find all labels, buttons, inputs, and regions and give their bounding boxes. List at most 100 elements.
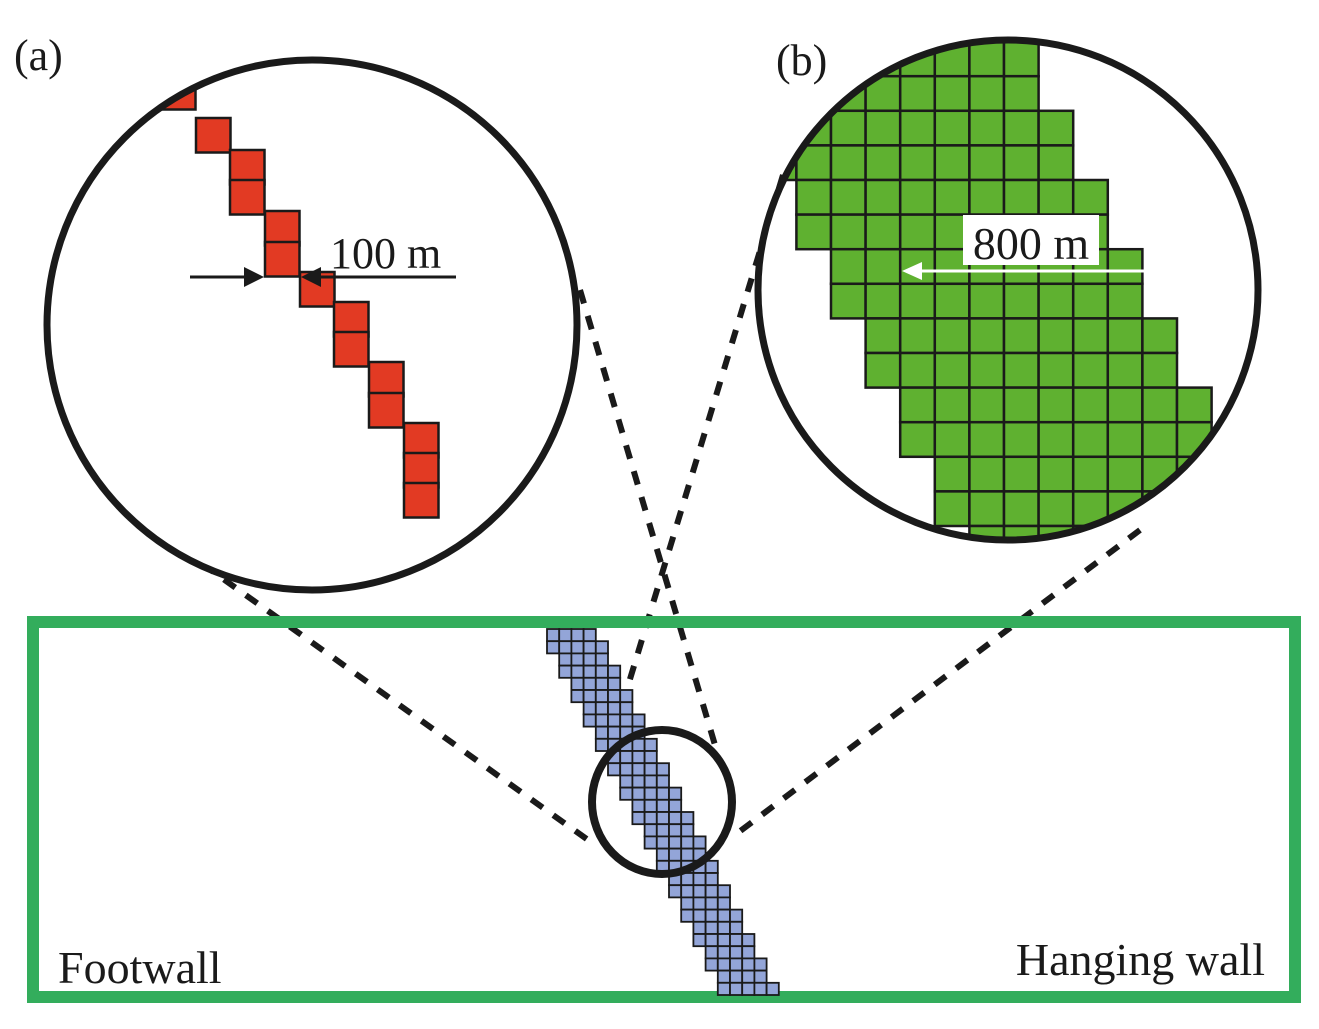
- arrow-left-head: [244, 267, 264, 287]
- fault-cell: [716, 981, 731, 996]
- fault-cell: [607, 701, 622, 716]
- coarse-fault-cell: [1141, 524, 1179, 538]
- fault-cell: [668, 798, 683, 813]
- fault-cell: [716, 884, 731, 899]
- fault-cell: [692, 920, 707, 935]
- fault-cell: [582, 713, 597, 728]
- fault-cell: [729, 908, 744, 923]
- coarse-fault-cell: [933, 144, 971, 182]
- fine-fault-cell: [263, 240, 301, 278]
- coarse-fault-cell: [1141, 420, 1179, 459]
- coarse-fault-cell: [1037, 351, 1075, 389]
- fault-cell: [594, 725, 609, 740]
- coarse-fault-cell: [693, 7, 728, 42]
- fault-cell: [594, 640, 609, 655]
- coarse-fault-cell: [829, 109, 867, 147]
- footwall-label: Footwall: [58, 942, 222, 993]
- coarse-fault-cell: [968, 455, 1006, 493]
- coarse-fault-cell: [898, 351, 937, 389]
- coarse-fault-cell: [968, 109, 1006, 147]
- fault-cell: [716, 969, 731, 984]
- fault-cell: [704, 859, 719, 874]
- fault-cell: [619, 689, 634, 704]
- coarse-fault-cell: [1002, 386, 1040, 424]
- fault-cell: [704, 872, 719, 887]
- coarse-fault-cell: [933, 386, 971, 424]
- fault-cell: [582, 676, 597, 691]
- coarse-fault-cell: [1106, 351, 1144, 389]
- fault-cell: [655, 774, 670, 789]
- connector-b-left: [607, 174, 786, 746]
- fault-cell: [643, 835, 658, 850]
- fine-fault-cell: [194, 116, 232, 154]
- fault-cell: [643, 737, 658, 752]
- coarse-fault-cell: [1141, 317, 1179, 355]
- fault-cell: [582, 652, 597, 667]
- fine-fault-cell: [228, 178, 266, 216]
- coarse-fault-cell: [968, 282, 1006, 320]
- fault-cell: [570, 652, 585, 667]
- coarse-fault-cell: [1037, 420, 1075, 459]
- coarse-fault-cell: [1037, 109, 1075, 147]
- coarse-fault-cell: [968, 420, 1006, 459]
- panel-b: 800 m (b): [693, 7, 1262, 544]
- coarse-fault-cell: [829, 178, 867, 216]
- fault-cell: [570, 664, 585, 679]
- coarse-fault-cell: [760, 42, 764, 43]
- coarse-fault-cell: [968, 42, 1006, 43]
- fault-cell: [655, 847, 670, 862]
- coarse-fault-cell: [829, 144, 867, 182]
- coarse-fault-cell: [864, 144, 902, 182]
- fault-cell: [643, 750, 658, 765]
- coarse-fault-cell: [1071, 455, 1110, 493]
- fault-cell: [558, 640, 573, 655]
- coarse-fault-cell: [1071, 420, 1110, 459]
- fault-cell: [655, 811, 670, 826]
- fault-cell: [594, 652, 609, 667]
- coarse-fault-cell: [829, 42, 867, 78]
- coarse-fault-cell: [1002, 74, 1040, 113]
- coarse-fault-cell: [795, 213, 833, 251]
- coarse-fault-cell: [1002, 178, 1040, 216]
- coarse-fault-cell: [1037, 144, 1075, 182]
- fault-cell: [558, 628, 573, 643]
- coarse-fault-cell: [1106, 386, 1144, 424]
- fault-cell: [680, 884, 695, 899]
- fault-cell: [582, 628, 597, 643]
- fault-cell: [765, 981, 780, 996]
- coarse-fault-cell: [829, 213, 867, 251]
- fault-cell: [594, 676, 609, 691]
- coarse-fault-cell: [968, 74, 1006, 113]
- fault-cell: [716, 945, 731, 960]
- fine-fault-cell: [159, 63, 197, 80]
- fault-cell: [729, 957, 744, 972]
- model-box-border: [27, 616, 1301, 1003]
- fine-fault-cell: [402, 481, 440, 519]
- fault-cell: [704, 896, 719, 911]
- coarse-fault-cell: [1071, 282, 1110, 320]
- coarse-fault-cell: [1106, 317, 1144, 355]
- fault-cell: [692, 835, 707, 850]
- arrow-right-head: [301, 267, 321, 287]
- fault-cell: [680, 811, 695, 826]
- coarse-fault-cell: [1071, 317, 1110, 355]
- coarse-fault-cell: [864, 178, 902, 216]
- scale-label-800m: 800 m: [973, 218, 1090, 269]
- fault-cell: [607, 676, 622, 691]
- fine-fault-cell: [367, 391, 405, 429]
- fault-cell: [704, 908, 719, 923]
- fault-cell: [668, 786, 683, 801]
- zoom-connector-lines: [178, 174, 1142, 848]
- coarse-fault-cell: [1071, 386, 1110, 424]
- coarse-fault-cell: [829, 282, 867, 320]
- fault-cell: [692, 933, 707, 948]
- fault-cell: [680, 823, 695, 838]
- fault-cell: [716, 933, 731, 948]
- coarse-fault-cell: [864, 282, 902, 320]
- coarse-fault-cell: [898, 109, 937, 147]
- fault-cell: [607, 713, 622, 728]
- fault-cell: [643, 786, 658, 801]
- coarse-fault-cell: [864, 247, 902, 286]
